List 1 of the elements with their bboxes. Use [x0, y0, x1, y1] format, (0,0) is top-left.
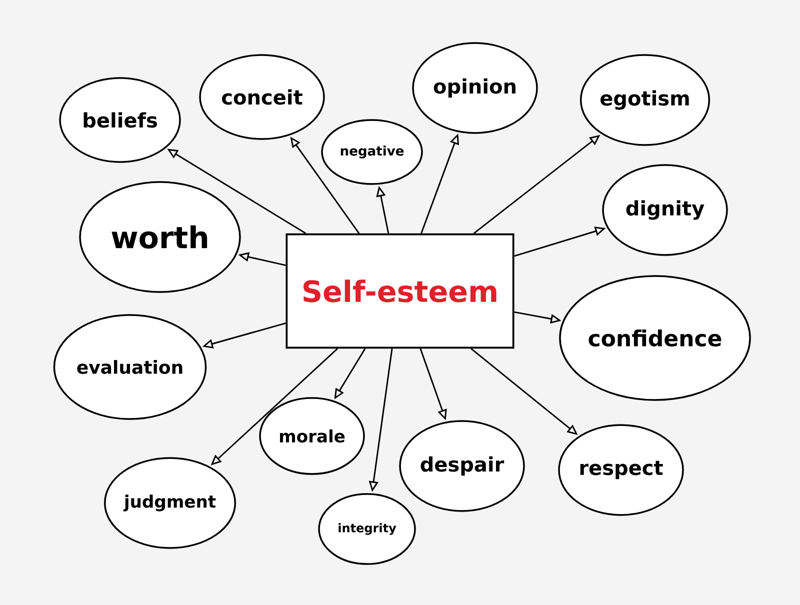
central-topic-box: Self-esteem: [286, 233, 514, 349]
